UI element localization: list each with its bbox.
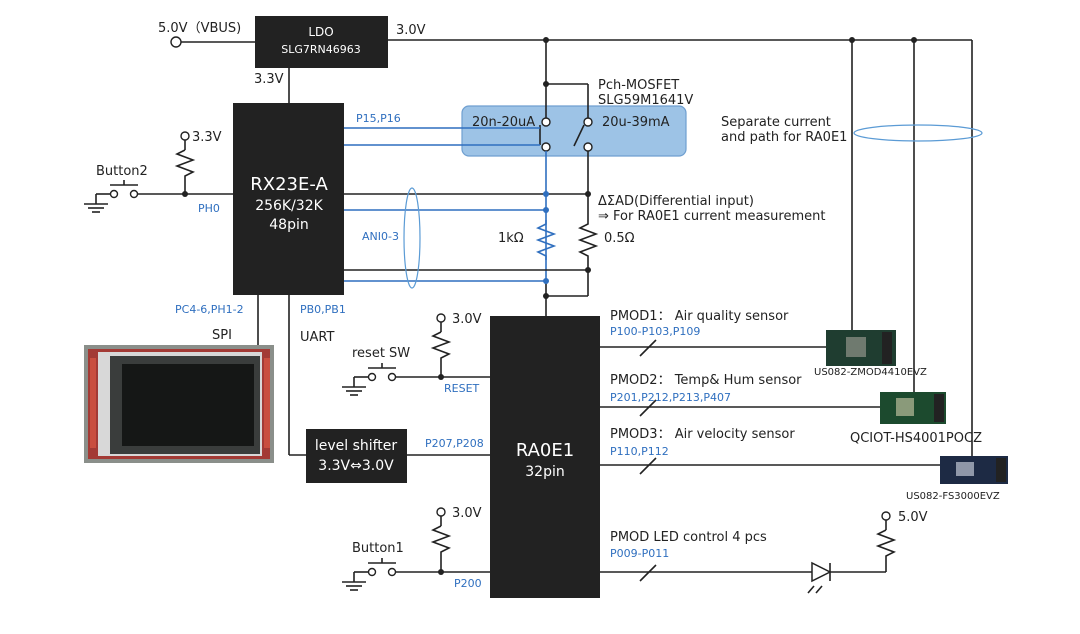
pin-reset: RESET xyxy=(444,382,480,395)
uart-label: UART xyxy=(300,330,334,345)
ani-ellipse xyxy=(403,187,421,289)
ldo-part: SLG7RN46963 xyxy=(281,43,361,56)
mosfet-part: SLG59M1641V xyxy=(598,93,693,108)
level-shifter-volt: 3.3V⇔3.0V xyxy=(318,458,394,474)
separate-path-ellipse xyxy=(853,124,983,142)
button1-label: Button1 xyxy=(352,541,404,556)
reset-sw-label: reset SW xyxy=(352,346,410,361)
pmod-led-label: PMOD LED control 4 pcs xyxy=(610,530,767,545)
mosfet-title: Pch-MOSFET xyxy=(598,78,679,93)
sensor2-label: QCIOT-HS4001POCZ xyxy=(850,431,982,446)
button2-circuit xyxy=(84,131,233,213)
ra-title: RA0E1 xyxy=(516,440,574,461)
pmod1-label: PMOD1： Air quality sensor xyxy=(610,309,789,324)
sensor3-label: US082-FS3000EVZ xyxy=(906,491,1000,502)
level-shifter-title: level shifter xyxy=(315,438,398,454)
rx-mem: 256K/32K xyxy=(255,198,323,214)
vbus-label: 5.0V（VBUS) xyxy=(158,21,241,36)
led-resistor xyxy=(875,511,897,572)
rx-title: RX23E-A xyxy=(250,174,328,195)
pmod-buses xyxy=(600,339,940,582)
button2-3v3-label: 3.3V xyxy=(192,130,222,145)
pin-p200: P200 xyxy=(454,577,482,590)
spi-label: SPI xyxy=(212,328,232,343)
ldo-title: LDO xyxy=(308,25,333,39)
range-high-label: 20u-39mA xyxy=(602,115,670,130)
ra-pins: 32pin xyxy=(525,464,564,480)
sensor-board-fs3000 xyxy=(940,456,1008,484)
ldo-block: LDO SLG7RN46963 xyxy=(255,16,388,68)
power-wires xyxy=(170,36,973,458)
dsad-text-2: ⇒ For RA0E1 current measurement xyxy=(598,209,825,224)
lcd-display xyxy=(84,295,274,463)
led-symbol xyxy=(807,561,886,594)
sensor1-label: US082-ZMOD4410EVZ xyxy=(814,367,927,378)
reset-3v0-label: 3.0V xyxy=(452,312,482,327)
pin-pc4-6: PC4-6,PH1-2 xyxy=(175,303,244,316)
pmod2-label: PMOD2： Temp& Hum sensor xyxy=(610,373,802,388)
pmod1-pins: P100-P103,P109 xyxy=(610,325,700,338)
resistor-1k-label: 1kΩ xyxy=(498,231,524,246)
pin-ani0-3: ANI0-3 xyxy=(362,230,399,243)
pmod3-pins: P110,P112 xyxy=(610,445,669,458)
resistor-1k xyxy=(535,220,557,260)
pmod2-pins: P201,P212,P213,P407 xyxy=(610,391,731,404)
separate-text-2: and path for RA0E1 xyxy=(721,130,847,145)
rx23e-block: RX23E-A 256K/32K 48pin xyxy=(233,103,344,295)
pin-pb0-pb1: PB0,PB1 xyxy=(300,303,346,316)
ra0e1-block: RA0E1 32pin xyxy=(490,316,600,598)
sensor-board-hs4001 xyxy=(880,392,946,424)
ldo-out-3v0-label: 3.0V xyxy=(396,23,426,38)
current-range-highlight xyxy=(461,105,687,157)
sensor-board-zmod xyxy=(826,330,896,366)
pmod3-label: PMOD3： Air velocity sensor xyxy=(610,427,795,442)
rx-black-wires xyxy=(344,193,589,316)
pin-ph0: PH0 xyxy=(198,202,220,215)
separate-text-1: Separate current xyxy=(721,115,831,130)
button1-3v0-label: 3.0V xyxy=(452,506,482,521)
led-5v0-label: 5.0V xyxy=(898,510,928,525)
pmod-led-pins: P009-P011 xyxy=(610,547,669,560)
rx-pins: 48pin xyxy=(269,217,308,233)
mosfet-wires xyxy=(539,83,593,194)
range-low-label: 20n-20uA xyxy=(472,115,535,130)
level-shifter-block: level shifter 3.3V⇔3.0V xyxy=(288,295,490,483)
resistor-0-5 xyxy=(577,220,599,258)
button2-label: Button2 xyxy=(96,164,148,179)
ldo-out-3v3-label: 3.3V xyxy=(254,72,284,87)
pin-p15-p16: P15,P16 xyxy=(356,112,401,125)
pin-p207-p208: P207,P208 xyxy=(425,437,484,450)
dsad-text-1: ΔΣAD(Differential input) xyxy=(598,194,754,209)
resistor-0-5-label: 0.5Ω xyxy=(604,231,635,246)
